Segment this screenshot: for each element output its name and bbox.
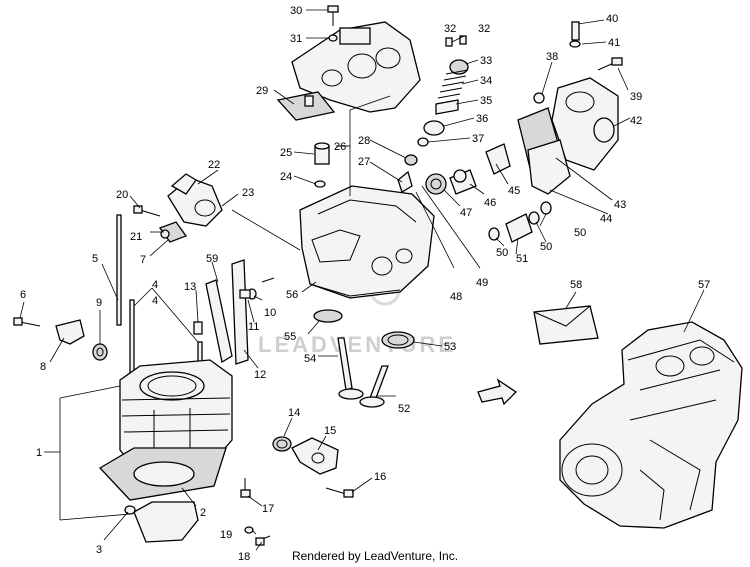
watermark-text: LEADVENTURE [258, 332, 456, 357]
lower-sleeve [124, 501, 199, 543]
callout-11: 11 [248, 321, 259, 333]
fitting-8 [13, 317, 85, 345]
callout-50c: 50 [574, 227, 586, 239]
callout-36: 36 [476, 113, 488, 125]
thermostat-housing [533, 21, 623, 171]
callout-33: 33 [480, 55, 492, 67]
callout-53: 53 [444, 341, 456, 353]
callout-42: 42 [630, 115, 642, 127]
callout-18: 18 [238, 551, 250, 563]
callout-55: 55 [284, 331, 296, 343]
callout-21: 21 [130, 231, 142, 243]
footer-credit: Rendered by LeadVenture, Inc. [291, 549, 459, 563]
coolant-lines [415, 185, 481, 269]
valve-spring-stack [417, 35, 469, 147]
callout-48: 48 [450, 291, 462, 303]
intake-joint [158, 173, 223, 243]
callout-26: 26 [334, 141, 346, 153]
callout-12: 12 [254, 369, 266, 381]
callout-50a: 50 [496, 247, 508, 259]
callout-24: 24 [280, 171, 292, 183]
watermark: LEADVENTURE [258, 274, 456, 357]
callout-45: 45 [508, 185, 520, 197]
callout-4b: 4 [152, 295, 158, 307]
callout-5: 5 [92, 253, 98, 265]
valves [313, 309, 415, 408]
callout-37: 37 [472, 133, 484, 145]
callout-49: 49 [476, 277, 488, 289]
callout-1: 1 [36, 447, 42, 459]
callout-52: 52 [398, 403, 410, 415]
water-pump-shaft [425, 169, 477, 195]
callout-8: 8 [40, 361, 46, 373]
callout-15: 15 [324, 425, 336, 437]
callout-32a: 32 [444, 23, 456, 35]
direction-arrow [477, 378, 518, 406]
callout-58: 58 [570, 279, 582, 291]
cylinder-head-cover [291, 21, 421, 113]
callout-4a: 4 [152, 279, 158, 291]
callout-39: 39 [630, 91, 642, 103]
parts-bag [533, 305, 599, 345]
screw-20 [133, 205, 161, 217]
cylinder-block [119, 359, 233, 475]
callout-20: 20 [116, 189, 128, 201]
callout-46: 46 [484, 197, 496, 209]
callout-10: 10 [264, 307, 276, 319]
callout-41: 41 [608, 37, 620, 49]
cylinder-head [299, 185, 435, 299]
callout-16: 16 [374, 471, 386, 483]
seal-28 [397, 154, 418, 193]
chain-guides [193, 259, 275, 365]
callout-labels: 1 2 3 4 4 5 6 7 8 9 10 11 12 13 14 15 16… [20, 5, 710, 563]
callout-38: 38 [546, 51, 558, 63]
callout-30: 30 [290, 5, 302, 17]
callout-22: 22 [208, 159, 220, 171]
callout-7: 7 [140, 254, 146, 266]
callout-2: 2 [200, 507, 206, 519]
plate-29 [276, 91, 336, 121]
callout-23: 23 [242, 187, 254, 199]
callout-29: 29 [256, 85, 268, 97]
callout-54: 54 [304, 353, 316, 365]
coolant-elbow [272, 436, 354, 498]
callout-32b: 32 [478, 23, 490, 35]
callout-14: 14 [288, 407, 300, 419]
base-gasket [98, 447, 227, 501]
callout-47: 47 [460, 207, 472, 219]
callout-25: 25 [280, 147, 292, 159]
callout-44: 44 [600, 213, 612, 225]
callout-31: 31 [290, 33, 302, 45]
callout-13: 13 [184, 281, 196, 293]
callout-28: 28 [358, 135, 370, 147]
callout-51: 51 [516, 253, 528, 265]
callout-50b: 50 [540, 241, 552, 253]
callout-56: 56 [286, 289, 298, 301]
fitting-25 [314, 142, 330, 188]
bracket-1 [59, 385, 131, 521]
o-ring-9 [92, 343, 108, 361]
water-pump [485, 139, 571, 195]
callout-3: 3 [96, 544, 102, 556]
bolts-17-19 [240, 478, 271, 546]
bolt-30 [327, 5, 339, 42]
complete-engine [559, 321, 743, 529]
callout-19: 19 [220, 529, 232, 541]
leader-lines [19, 9, 705, 551]
callout-40: 40 [606, 13, 618, 25]
callout-34: 34 [480, 75, 492, 87]
callout-6: 6 [20, 289, 26, 301]
callout-9: 9 [96, 297, 102, 309]
callout-43: 43 [614, 199, 626, 211]
callout-57: 57 [698, 279, 710, 291]
sleeve-51 [488, 201, 552, 243]
callout-17: 17 [262, 503, 274, 515]
callout-27: 27 [358, 156, 370, 168]
callout-59: 59 [206, 253, 218, 265]
callout-35: 35 [480, 95, 492, 107]
